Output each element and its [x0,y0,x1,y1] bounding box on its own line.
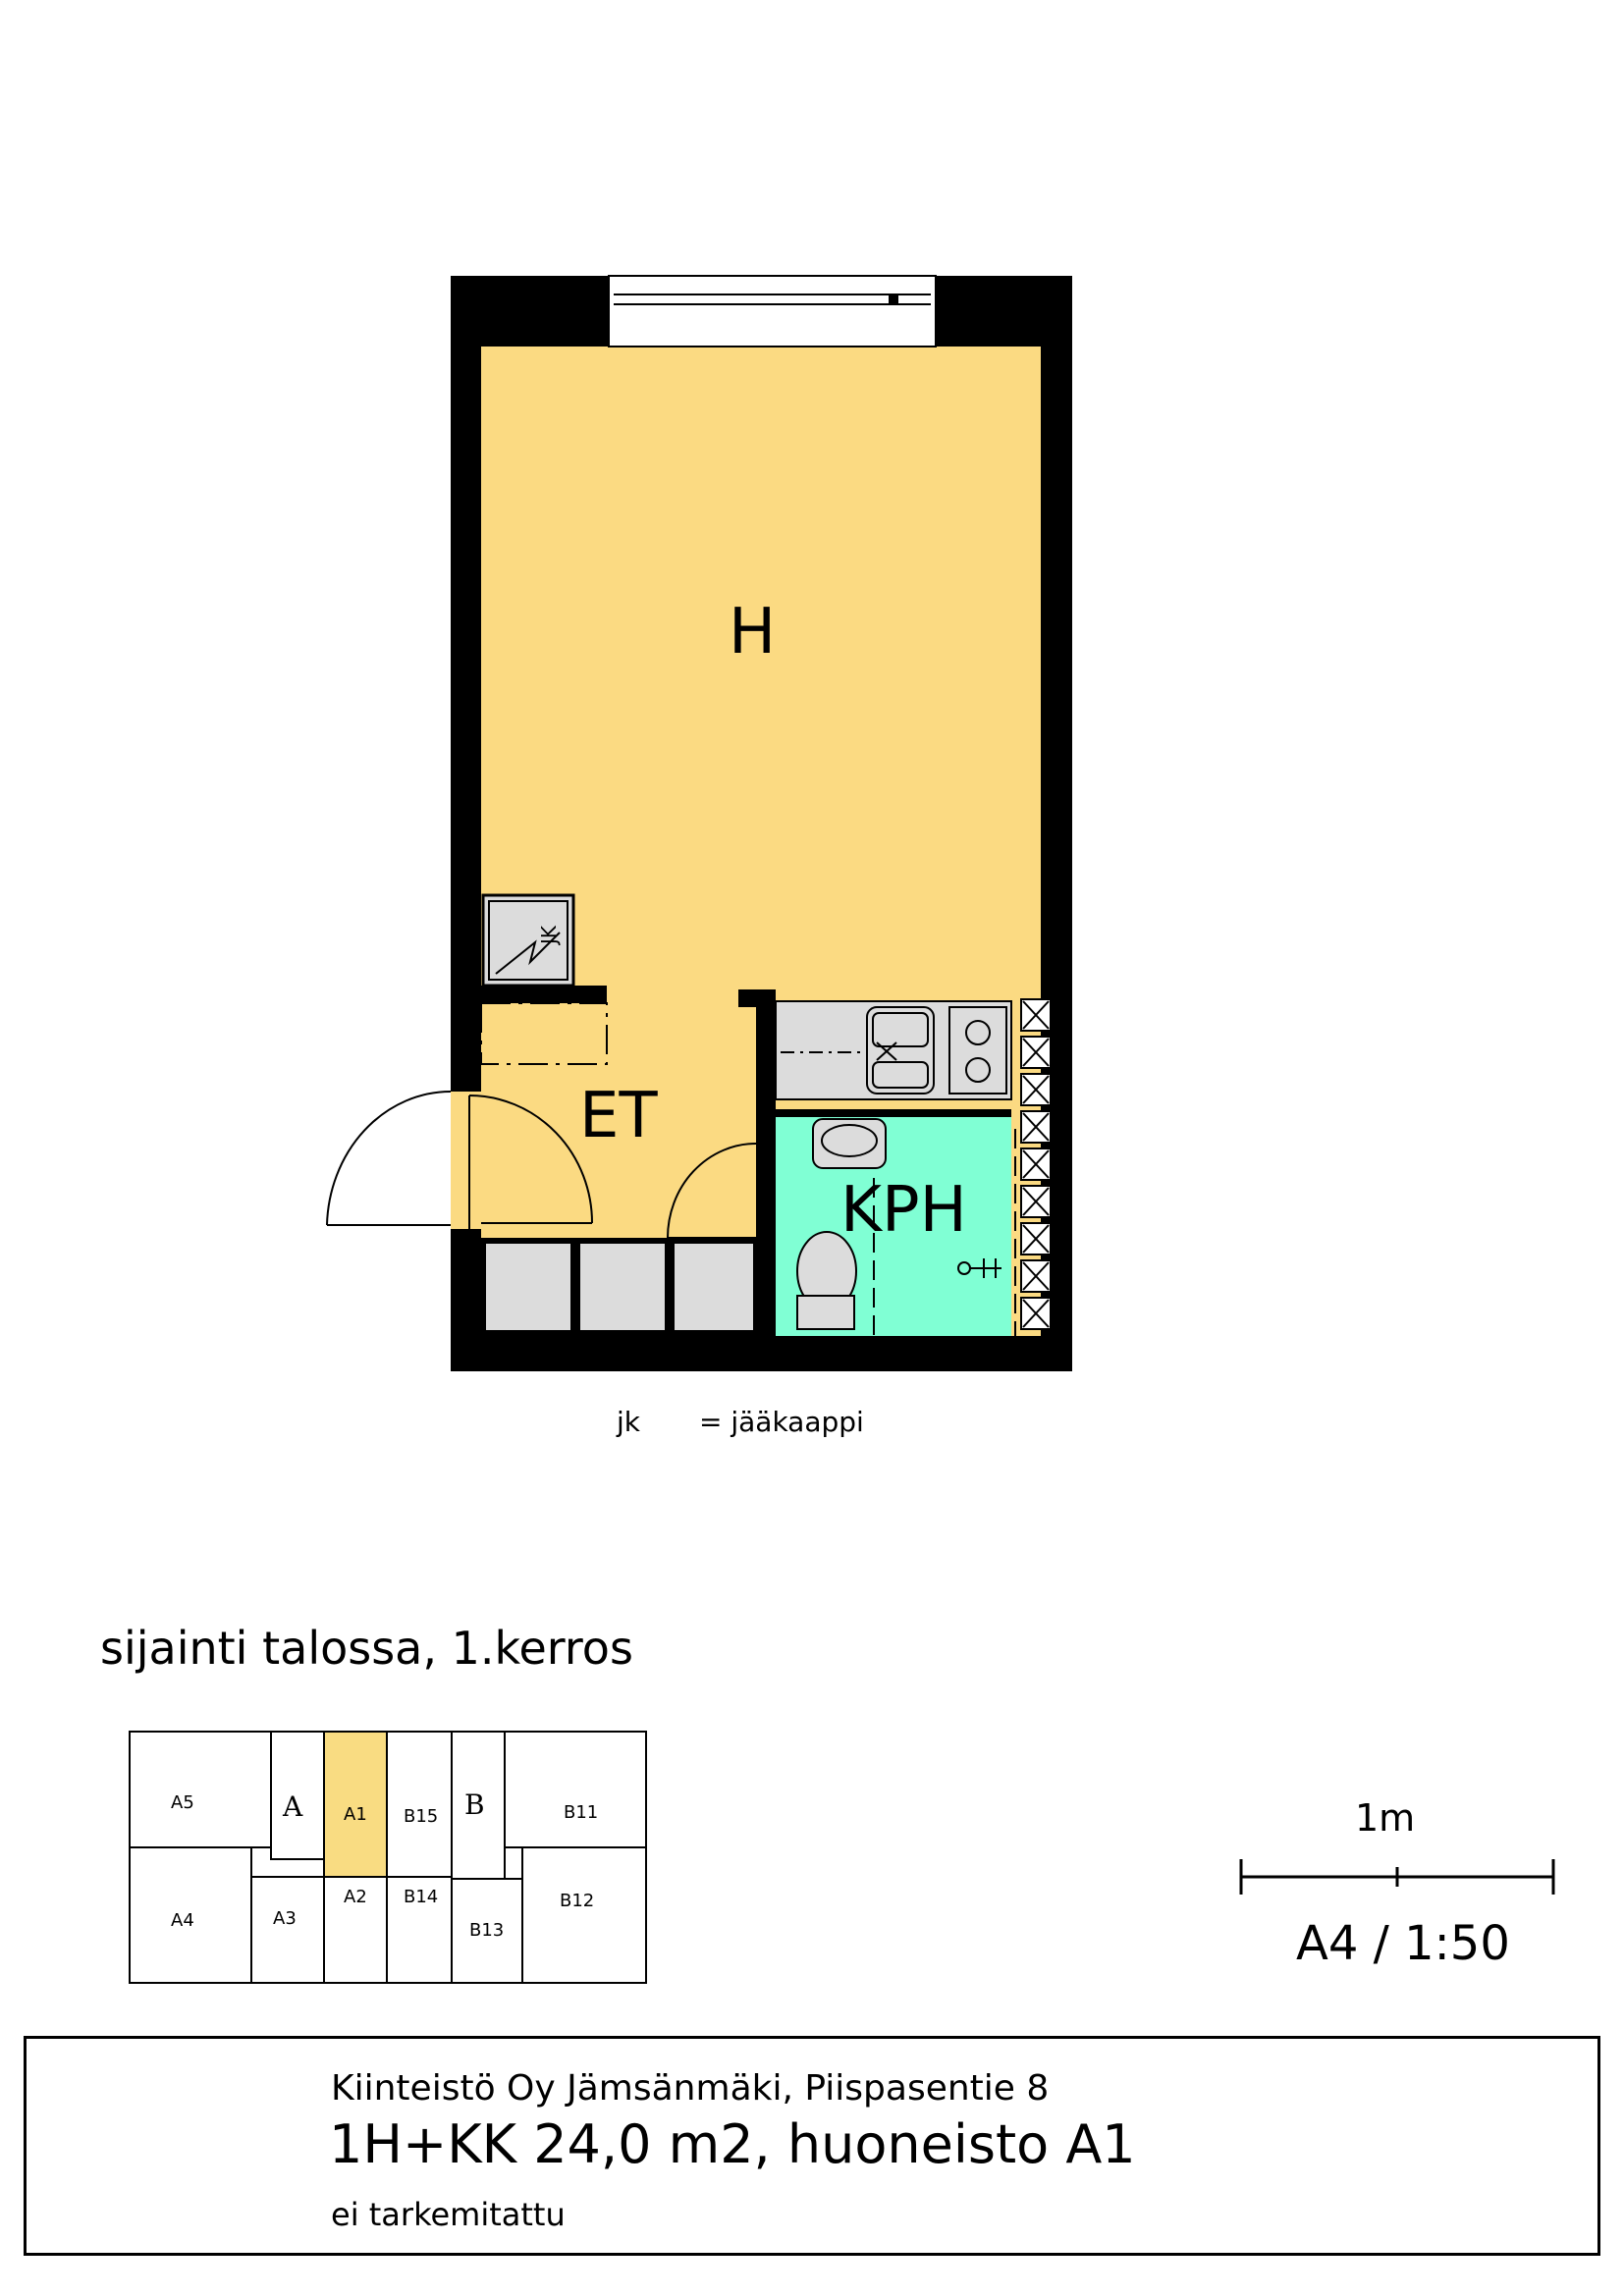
bathroom [667,1109,1016,1336]
partition-wall [481,986,607,1003]
stair-a [270,1731,325,1860]
apartment-summary: 1H+KK 24,0 m2, huoneisto A1 [329,2113,1136,2175]
kitchenette [738,989,1012,1117]
unit-label-b14: B14 [404,1887,438,1907]
unit-b15 [386,1731,453,1878]
title-block: Kiinteistö Oy Jämsänmäki, Piispasentie 8… [24,2036,1600,2256]
location-title: sijainti talossa, 1.kerros [100,1622,633,1675]
fridge: JK [481,893,575,988]
location-labels: A5 A4 A A1 A3 A2 B15 B14 B B13 B11 B12 [171,1789,598,1941]
unit-label-a2: A2 [344,1887,367,1907]
legend-definition: = jääkaappi [699,1406,864,1438]
unit-label-b11: B11 [564,1802,598,1823]
unit-b11 [504,1731,647,1848]
location-plan [129,1731,647,1984]
shaft-column [1020,998,1052,1330]
fridge-tag: JK [537,925,561,946]
outer-walls [451,275,1072,1371]
unit-label-b13: B13 [469,1920,504,1941]
unit-a3 [250,1876,325,1984]
unit-label-a3: A3 [273,1908,297,1929]
property-name: Kiinteistö Oy Jämsänmäki, Piispasentie 8 [331,2068,1050,2109]
measurement-note: ei tarkemitattu [331,2196,566,2233]
unit-label-b12: B12 [560,1891,594,1911]
room-label-living: H [729,596,776,668]
unit-label-a5: A5 [171,1792,194,1813]
unit-b12 [521,1846,647,1984]
stair-label-a: A [282,1790,303,1823]
entry-doorway [451,1092,481,1229]
stair-label-b: B [464,1789,485,1821]
unit-label-a1: A1 [344,1804,367,1825]
room-label-bathroom: KPH [840,1174,967,1247]
storage-cabinets [481,1238,756,1336]
entry-door-swing [326,1091,593,1233]
room-label-entry: ET [579,1080,658,1152]
legend-abbreviation: jk [617,1406,640,1438]
scale-bar [1239,1859,1555,1895]
scale-ratio: A4 / 1:50 [1296,1916,1510,1971]
unit-a5 [129,1731,272,1848]
unit-label-b15: B15 [404,1806,438,1827]
scale-label: 1m [1355,1796,1416,1840]
unit-label-a4: A4 [171,1910,194,1931]
unit-b13 [451,1878,523,1984]
partition-wall-dashed [480,1002,608,1065]
